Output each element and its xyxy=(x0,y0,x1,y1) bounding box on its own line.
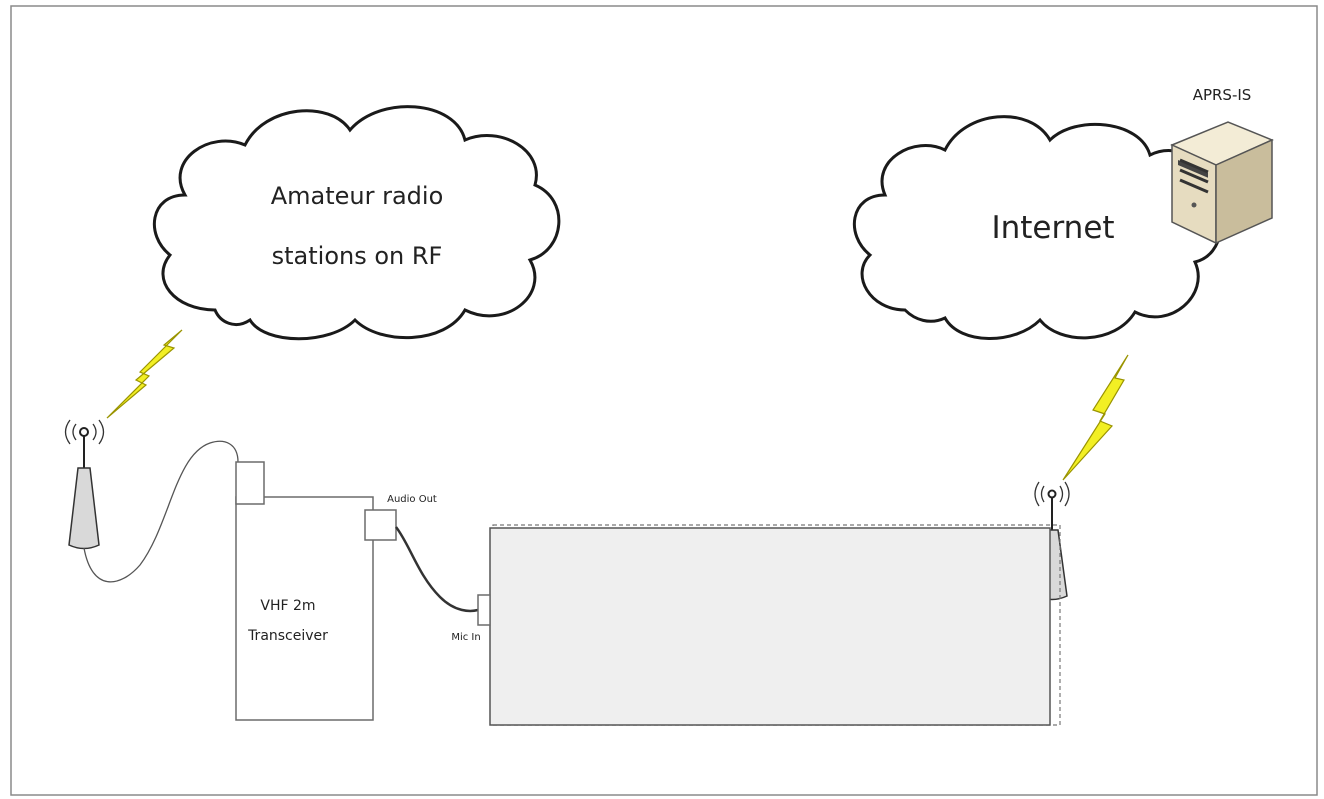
transceiver-label-line2: Transceiver xyxy=(247,628,328,644)
antenna-connector xyxy=(235,461,265,505)
mic-in-label: Mic In xyxy=(451,632,480,643)
right-radio-waves-icon xyxy=(1034,481,1070,507)
right-antenna-tip-icon xyxy=(1047,489,1057,499)
transceiver-label-line1: VHF 2m xyxy=(260,598,315,614)
rf-cloud: Amateur radio stations on RF xyxy=(153,105,561,341)
internet-cloud-label: Internet xyxy=(991,210,1114,246)
server: APRS-IS xyxy=(1170,86,1274,245)
transceiver: VHF 2m Transceiver Audio Out xyxy=(235,461,437,721)
left-lightning-icon xyxy=(106,329,183,419)
left-antenna xyxy=(64,419,105,550)
right-lightning-icon xyxy=(1062,354,1129,481)
audio-out-label: Audio Out xyxy=(387,494,437,505)
rf-cloud-label-line2: stations on RF xyxy=(272,242,443,270)
internet-cloud: Internet xyxy=(853,115,1222,340)
left-antenna-tip-icon xyxy=(79,427,89,437)
mic-in-port xyxy=(477,594,491,626)
transceiver-body xyxy=(235,496,374,721)
left-radio-waves-icon xyxy=(64,419,105,445)
server-icon xyxy=(1170,121,1274,245)
audio-cable xyxy=(395,526,479,613)
antenna-cable xyxy=(83,440,239,583)
gateway-box: Mic In xyxy=(451,524,1061,726)
rf-cloud-label-line1: Amateur radio xyxy=(271,182,444,210)
left-antenna-body-icon xyxy=(68,467,100,550)
audio-out-port xyxy=(364,509,397,541)
server-label: APRS-IS xyxy=(1193,86,1252,104)
gateway-panel xyxy=(489,527,1051,726)
